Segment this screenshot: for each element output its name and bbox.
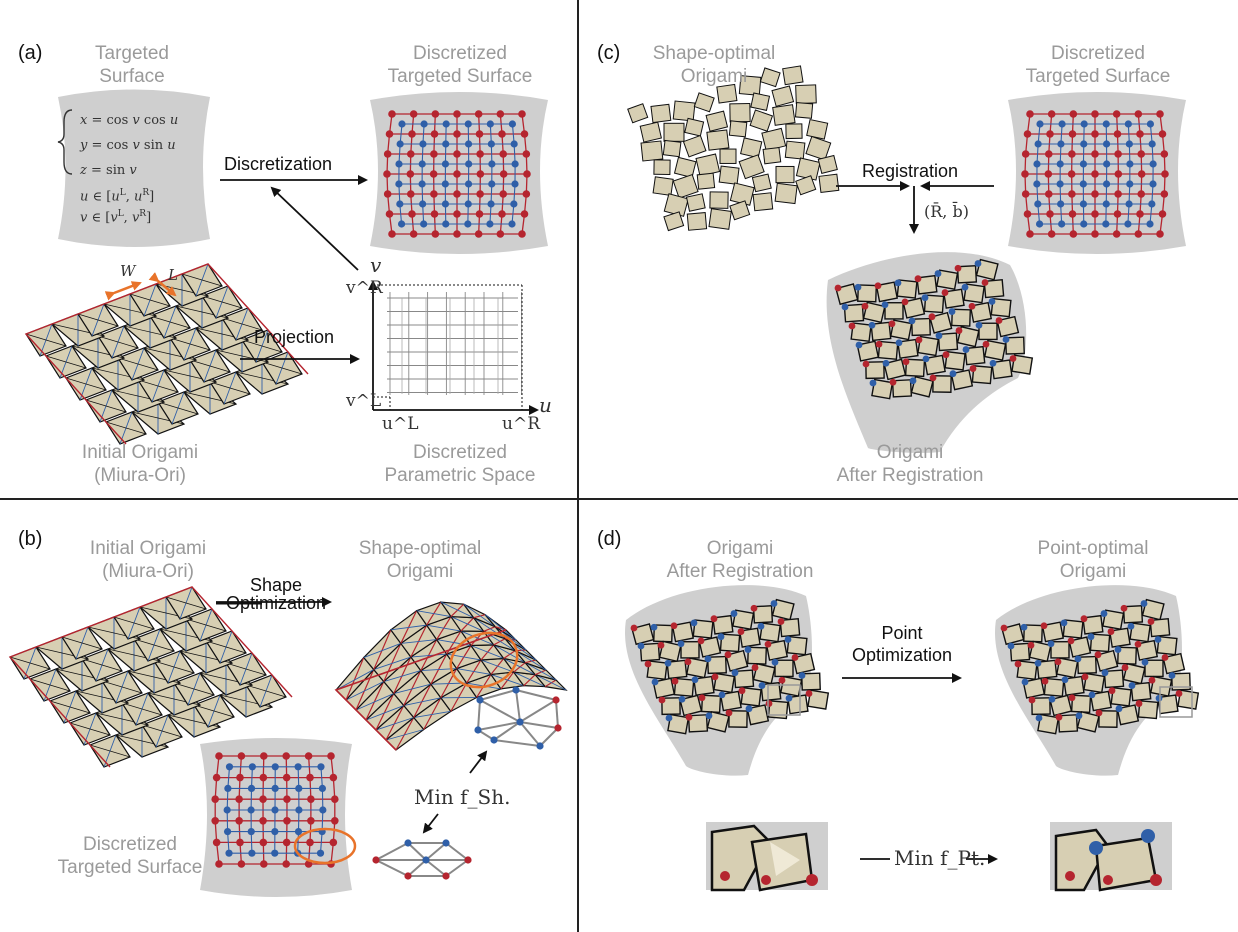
discretized-title-b-line2: Targeted Surface xyxy=(57,857,203,878)
discretized-node-grid-a xyxy=(383,110,531,238)
parametric-space-line2: Parametric Space xyxy=(384,465,536,486)
discretized-targeted-surface-title-a: Discretized Targeted Surface xyxy=(370,42,550,88)
initial-origami-a-line2: (Miura-Ori) xyxy=(94,465,186,486)
equation-z: z = sin v xyxy=(80,163,137,178)
shape-optimization-label: Shape Optimization xyxy=(216,574,336,614)
parametric-space-line1: Discretized xyxy=(413,442,507,463)
point-optimal-title-d: Point-optimal Origami xyxy=(1018,537,1168,583)
registered-title-d: Origami After Registration xyxy=(650,537,830,583)
panel-a-tag: (a) xyxy=(18,42,43,64)
zoom-box-d1 xyxy=(767,684,801,716)
panel-c-tag: (c) xyxy=(597,42,621,64)
initial-origami-b-line2: (Miura-Ori) xyxy=(102,561,194,582)
discretization-label: Discretization xyxy=(224,154,333,174)
discretized-targeted-surface-title-c: Discretized Targeted Surface xyxy=(1008,42,1188,88)
registered-origami-c xyxy=(834,258,1034,400)
registered-c-line2: After Registration xyxy=(836,465,984,486)
registered-c-line1: Origami xyxy=(876,442,944,463)
discretized-title-a-line2: Targeted Surface xyxy=(387,66,533,87)
shape-optimal-c-line2: Origami xyxy=(680,66,748,87)
registered-d-line1: Origami xyxy=(706,538,774,559)
targeted-surface-title-line1: Targeted xyxy=(95,43,169,64)
discretized-title-c-line2: Targeted Surface xyxy=(1025,66,1171,87)
zoom-inset-before xyxy=(710,824,818,892)
shape-optimal-title-c: Shape-optimal Origami xyxy=(644,42,784,88)
tick-ul: u^L xyxy=(382,414,419,434)
axis-v-label: v xyxy=(370,253,382,277)
shape-optimization-line2: Optimization xyxy=(225,593,327,613)
min-shape-arrow-down xyxy=(422,813,439,834)
discretized-node-grid-b xyxy=(211,752,339,868)
discretized-title-c-line1: Discretized xyxy=(1051,43,1145,64)
dim-l-label: L xyxy=(168,266,178,284)
discretized-targeted-surface-title-b: Discretized Targeted Surface xyxy=(40,833,220,879)
miura-ori-pattern-b xyxy=(8,586,293,768)
point-optimization-label: Point Optimization xyxy=(846,622,958,666)
point-optimal-origami-d xyxy=(1000,598,1200,735)
registered-d-line2: After Registration xyxy=(666,561,814,582)
mesh-zoom-surface xyxy=(372,839,472,880)
axis-u-label: u xyxy=(539,393,552,417)
point-optimal-d-line1: Point-optimal xyxy=(1037,538,1149,559)
shape-optimization-line1: Shape xyxy=(249,575,303,595)
point-optimization-line1: Point xyxy=(881,623,923,643)
equation-u-range: u ∈ [uL, uR] xyxy=(80,188,155,205)
targeted-surface-title: Targeted Surface xyxy=(72,42,192,88)
targeted-surface-shape xyxy=(58,89,210,247)
panel-b-tag: (b) xyxy=(18,528,43,550)
shape-optimal-origami-c xyxy=(627,65,840,232)
shape-optimal-c-line1: Shape-optimal xyxy=(652,43,776,64)
registered-origami-d xyxy=(630,598,830,735)
registered-title-c: Origami After Registration xyxy=(820,441,1000,487)
point-optimization-line2: Optimization xyxy=(851,645,953,665)
discretized-title-b-line1: Discretized xyxy=(83,834,177,855)
equation-brace xyxy=(57,109,73,175)
zoom-inset-after xyxy=(1054,828,1162,892)
mesh-zoom-origami xyxy=(474,686,562,750)
shape-optimal-b-line2: Origami xyxy=(386,561,454,582)
parametric-grid xyxy=(387,292,523,395)
initial-origami-a-line1: Initial Origami xyxy=(81,442,199,463)
min-shape-arrow-up xyxy=(469,750,488,774)
initial-origami-b-line1: Initial Origami xyxy=(89,538,207,559)
dimension-w-arrow xyxy=(104,281,142,301)
highlight-ellipse-origami xyxy=(449,631,519,689)
discretized-node-grid-c xyxy=(1021,110,1169,238)
shape-optimal-b-line1: Shape-optimal xyxy=(358,538,482,559)
panel-d-tag: (d) xyxy=(597,528,622,550)
tick-vr: v^R xyxy=(346,278,383,298)
tick-ur: u^R xyxy=(502,414,540,434)
equation-x: x = cos v cos u xyxy=(80,113,179,128)
highlight-ellipse-surface xyxy=(293,827,357,865)
zoom-box-d2 xyxy=(1159,686,1193,718)
point-optimal-d-line2: Origami xyxy=(1059,561,1127,582)
min-point-label: Min f_Pt. xyxy=(894,846,986,870)
shape-optimal-title-b: Shape-optimal Origami xyxy=(340,537,500,583)
min-point-label-bg xyxy=(890,846,966,872)
transform-label: (R̄, b̄) xyxy=(924,202,969,221)
equation-v-range: v ∈ [vL, vR] xyxy=(80,209,152,226)
discretized-title-a-line1: Discretized xyxy=(413,43,507,64)
shape-optimal-origami-b xyxy=(334,601,568,751)
initial-origami-title-b: Initial Origami (Miura-Ori) xyxy=(68,537,228,583)
registration-label: Registration xyxy=(862,161,959,181)
dim-w-label: W xyxy=(120,262,136,280)
projection-label: Projection xyxy=(254,327,335,347)
parametric-space-title: Discretized Parametric Space xyxy=(360,441,560,487)
initial-origami-title-a: Initial Origami (Miura-Ori) xyxy=(60,441,220,487)
miura-ori-pattern-a xyxy=(24,263,309,445)
discretized-surface-shape-b xyxy=(200,738,352,897)
projection-to-discretization-arrow xyxy=(270,186,359,271)
dimension-l-arrow xyxy=(148,272,177,297)
equation-y: y = cos v sin u xyxy=(80,138,176,153)
targeted-surface-title-line2: Surface xyxy=(99,66,165,87)
min-shape-label: Min f_Sh. xyxy=(414,785,511,809)
tick-vl: v^L xyxy=(346,391,382,411)
